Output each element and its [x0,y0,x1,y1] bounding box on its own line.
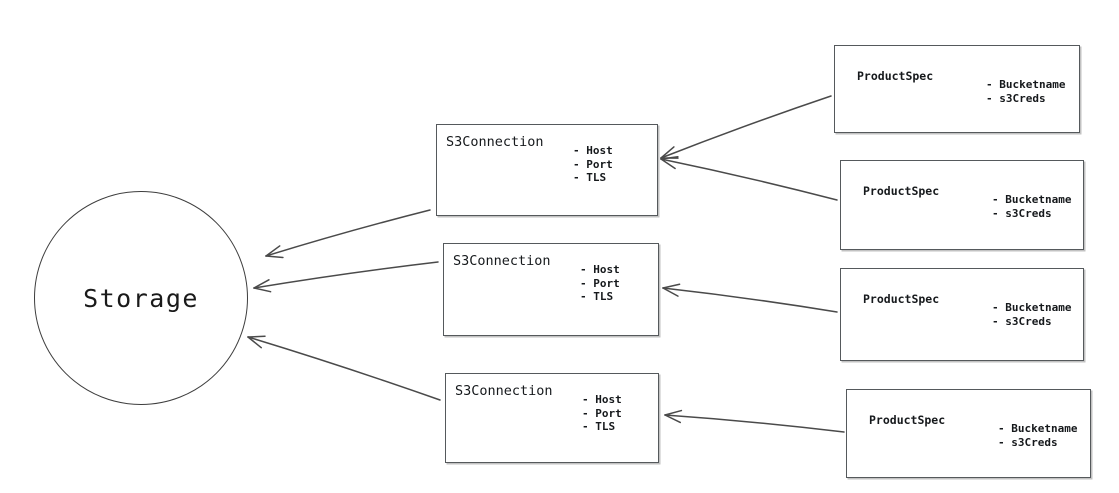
node-product-spec-2-title: ProductSpec [863,184,940,198]
edge-productspec-3-to-s3conn-2 [662,283,838,313]
storage-label: Storage [83,283,199,313]
node-s3-connection-2-fields: - Host- Port- TLS [580,263,620,304]
edge-s3conn-2-to-storage [253,261,439,293]
node-s3-connection-1[interactable]: S3Connection - Host- Port- TLS [436,124,658,216]
edge-s3conn-1-to-storage [265,209,431,259]
node-s3-connection-2-field-2: - Port [580,276,620,290]
node-s3-connection-3-fields: - Host- Port- TLS [582,393,622,434]
node-product-spec-4[interactable]: ProductSpec - Bucketname- s3Creds [846,389,1091,478]
edge-productspec-2-to-s3conn-1 [660,156,838,201]
node-product-spec-1-fields: - Bucketname- s3Creds [986,78,1065,106]
node-product-spec-3-title: ProductSpec [863,292,940,306]
node-s3-connection-3[interactable]: S3Connection - Host- Port- TLS [445,373,659,463]
node-product-spec-1-field-1: - Bucketname [986,78,1066,91]
edge-productspec-1-to-s3conn-1 [660,95,832,159]
node-s3-connection-1-field-1: - Host [573,144,613,157]
node-s3-connection-1-fields: - Host- Port- TLS [573,144,613,185]
node-product-spec-2[interactable]: ProductSpec - Bucketname- s3Creds [840,160,1084,250]
node-s3-connection-2-field-1: - Host [580,263,620,276]
node-product-spec-2-field-1: - Bucketname [992,193,1072,206]
node-storage[interactable]: Storage [34,191,248,405]
edge-s3conn-3-to-storage [247,335,441,401]
node-s3-connection-3-field-1: - Host [582,393,622,406]
node-product-spec-3-field-1: - Bucketname [992,301,1072,314]
node-s3-connection-3-title: S3Connection [455,383,553,399]
node-product-spec-1[interactable]: ProductSpec - Bucketname- s3Creds [834,45,1080,133]
node-product-spec-4-field-2: - s3Creds [998,436,1058,449]
node-product-spec-1-field-2: - s3Creds [986,92,1046,105]
edge-productspec-4-to-s3conn-3 [664,409,845,433]
node-s3-connection-3-field-2: - Port [582,406,622,420]
node-s3-connection-2-field-3: - TLS [580,290,614,303]
node-s3-connection-1-field-2: - Port [573,157,613,171]
node-s3-connection-2-title: S3Connection [453,253,551,269]
node-s3-connection-2[interactable]: S3Connection - Host- Port- TLS [443,243,659,336]
node-product-spec-3[interactable]: ProductSpec - Bucketname- s3Creds [840,268,1084,361]
node-product-spec-2-fields: - Bucketname- s3Creds [992,193,1071,221]
node-product-spec-2-field-2: - s3Creds [992,207,1052,220]
node-product-spec-3-field-2: - s3Creds [992,315,1052,328]
node-s3-connection-1-field-3: - TLS [573,171,607,184]
node-product-spec-4-fields: - Bucketname- s3Creds [998,422,1077,450]
node-s3-connection-1-title: S3Connection [446,134,544,150]
node-product-spec-4-title: ProductSpec [869,413,946,427]
node-product-spec-3-fields: - Bucketname- s3Creds [992,301,1071,329]
node-product-spec-1-title: ProductSpec [857,69,934,83]
node-s3-connection-3-field-3: - TLS [582,420,616,433]
node-product-spec-4-field-1: - Bucketname [998,422,1078,435]
